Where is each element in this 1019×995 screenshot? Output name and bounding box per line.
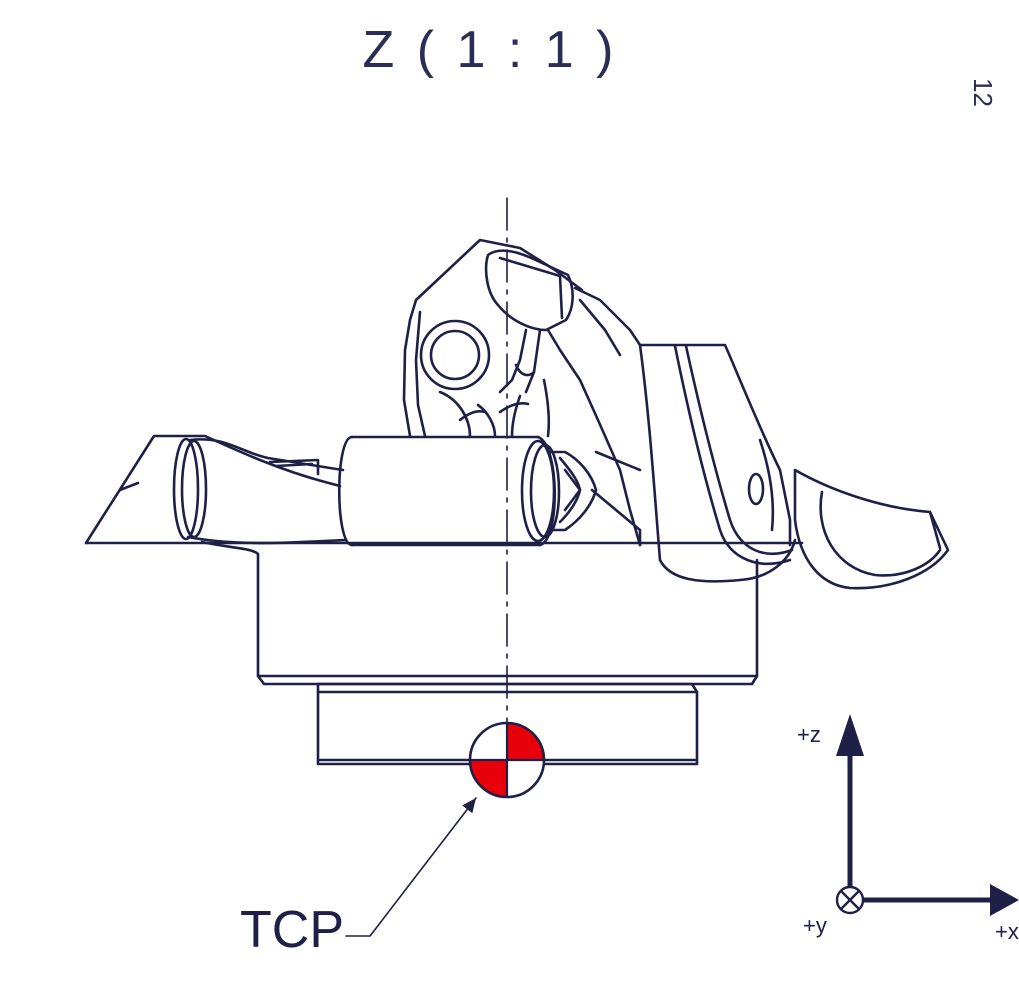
- coordinate-axes: [847, 749, 998, 903]
- tcp-leader-line: [345, 797, 477, 937]
- gripper-arm: [546, 286, 797, 583]
- tcp-label: TCP: [240, 901, 344, 959]
- z-axis-label: +z: [797, 722, 821, 747]
- shaft-cylinder: [337, 435, 642, 547]
- x-axis-arrowhead: [990, 884, 1019, 916]
- x-axis-label: +x: [995, 919, 1019, 944]
- view-title: Z ( 1 : 1 ): [362, 21, 618, 79]
- left-wedge: [84, 434, 804, 545]
- y-axis-label: +y: [803, 913, 827, 938]
- y-axis-into-page-symbol: [835, 885, 865, 915]
- main-body: [200, 540, 759, 686]
- tcp-marker-symbol: [468, 721, 546, 799]
- gripper-upper: [402, 238, 584, 438]
- z-axis-arrowhead: [836, 714, 864, 756]
- edge-text-fragment: 12: [968, 78, 998, 107]
- left-cylinder: [172, 437, 347, 545]
- right-hook: [793, 468, 950, 590]
